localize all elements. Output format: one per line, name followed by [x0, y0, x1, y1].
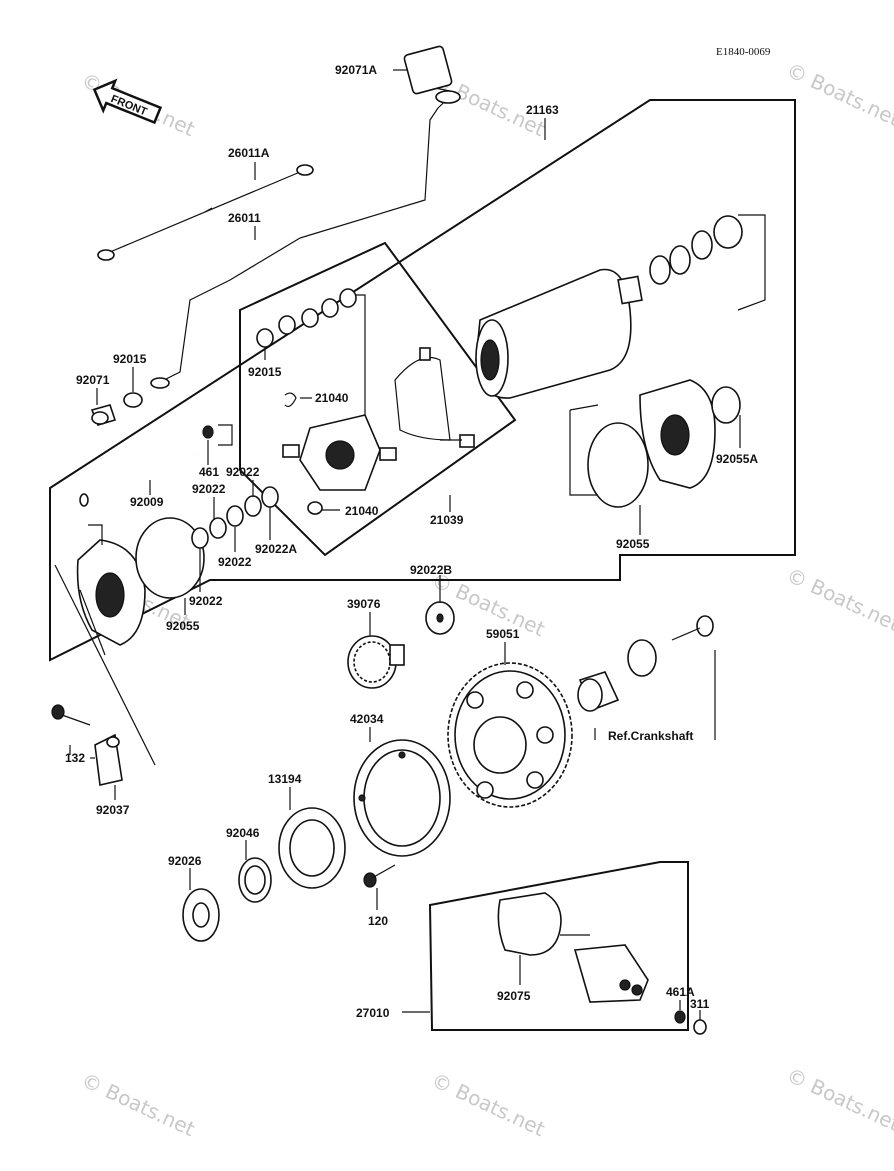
part-label: 92022B — [410, 563, 452, 577]
leader-line — [569, 404, 599, 496]
part-label: 461A — [666, 985, 695, 999]
leader-line — [355, 294, 366, 425]
washer-hole — [436, 613, 444, 623]
needle-bearing-92046 — [238, 857, 272, 903]
part-label: 92026 — [168, 854, 202, 868]
part-label: 92015 — [248, 365, 282, 379]
part-label: 92055A — [716, 452, 758, 466]
part-label: 92022A — [255, 542, 297, 556]
bolt-132 — [51, 704, 91, 726]
part-label: Ref.Crankshaft — [608, 729, 693, 743]
bolt-120 — [363, 864, 396, 888]
ring-terminal-icon — [150, 377, 170, 389]
starter-motor-yoke-icon — [475, 268, 643, 399]
part-label: 92071A — [335, 63, 377, 77]
part-label: 92022 — [189, 594, 223, 608]
part-label: 21040 — [345, 504, 379, 518]
crankshaft-collar-icon — [577, 671, 620, 712]
part-label: 92009 — [130, 495, 164, 509]
starter-clutch-42034 — [353, 739, 451, 857]
washer-92015 — [123, 392, 143, 408]
part-label: 92055 — [616, 537, 650, 551]
part-label: 59051 — [486, 627, 520, 641]
leader-line — [88, 524, 103, 545]
bracket-92037 — [94, 733, 123, 786]
part-label: 21163 — [526, 103, 559, 117]
through-bolt-92009 — [79, 454, 196, 507]
lead-cable-26011 — [150, 237, 301, 389]
part-label: 92055 — [166, 619, 200, 633]
part-label: 92015 — [113, 352, 147, 366]
solenoid-outline — [428, 861, 689, 1031]
part-label: 92022 — [226, 465, 260, 479]
part-label: 120 — [368, 914, 388, 928]
part-label: 132 — [65, 751, 85, 765]
brush-holder-outline — [239, 241, 517, 557]
watermark: © Boats.net — [783, 563, 894, 636]
part-label: 21040 — [315, 391, 349, 405]
assembly-line — [79, 589, 106, 656]
solenoid-switch-icon — [573, 944, 649, 1003]
part-label: 27010 — [356, 1006, 390, 1020]
leader-line — [218, 424, 233, 446]
end-cover-right-icon — [639, 379, 716, 489]
washers-92022 — [191, 486, 279, 549]
terminal-nut-92071 — [90, 404, 117, 426]
part-label: 92022 — [192, 482, 226, 496]
part-label: 461 — [199, 465, 219, 479]
crankshaft-bolt-icon — [671, 615, 714, 641]
leader-line — [737, 214, 766, 311]
starter-cable — [299, 45, 461, 239]
ring-terminal-icon — [296, 164, 314, 176]
watermark: © Boats.net — [783, 58, 894, 131]
assembly-line — [54, 564, 156, 766]
screw-21040-b — [307, 501, 323, 515]
nut-461A — [674, 1010, 686, 1024]
o-ring-92055 — [587, 422, 649, 508]
leader-lines — [69, 69, 741, 1020]
part-label: 42034 — [350, 712, 384, 726]
part-labels: 92071A 21163 26011A 26011 92015 92071 92… — [65, 63, 758, 1020]
washer-set — [256, 288, 357, 348]
part-label: 92071 — [76, 373, 110, 387]
part-label: 92037 — [96, 803, 130, 817]
part-label: 26011 — [228, 211, 261, 225]
nut-461 — [202, 425, 214, 439]
leader-line — [594, 650, 716, 740]
diagram-code: E1840-0069 — [716, 46, 771, 58]
screw-21040-a — [284, 392, 297, 408]
part-label: 13194 — [268, 772, 302, 786]
part-label: 39076 — [347, 597, 381, 611]
cable-terminal-icon — [435, 90, 461, 104]
part-label: 26011A — [228, 146, 270, 160]
watermark: © Boats.net — [428, 1068, 549, 1141]
nut-311 — [693, 1019, 707, 1035]
one-way-clutch-13194 — [278, 807, 346, 889]
ring-terminal-icon — [97, 249, 115, 261]
part-label: 311 — [690, 997, 710, 1011]
o-ring-92055A — [711, 386, 741, 424]
battery-cable-26011A — [97, 164, 314, 261]
watermark: © Boats.net — [78, 1068, 199, 1141]
part-label: 92046 — [226, 826, 260, 840]
shim-set — [649, 215, 743, 285]
brush-holder-icon — [282, 347, 475, 491]
part-label: 92075 — [497, 989, 531, 1003]
watermark: © Boats.net — [783, 1063, 894, 1136]
washer-hole — [192, 902, 210, 928]
crankshaft-washer-icon — [627, 639, 657, 677]
terminal-cap-icon — [403, 45, 453, 95]
end-cover-left-icon — [76, 539, 146, 646]
part-label: 21039 — [430, 513, 464, 527]
starter-gear-59051 — [447, 662, 573, 808]
idle-gear-39076 — [347, 635, 405, 689]
solenoid-body-92075 — [497, 892, 590, 956]
o-ring-92055-left — [135, 517, 205, 599]
part-label: 92022 — [218, 555, 252, 569]
